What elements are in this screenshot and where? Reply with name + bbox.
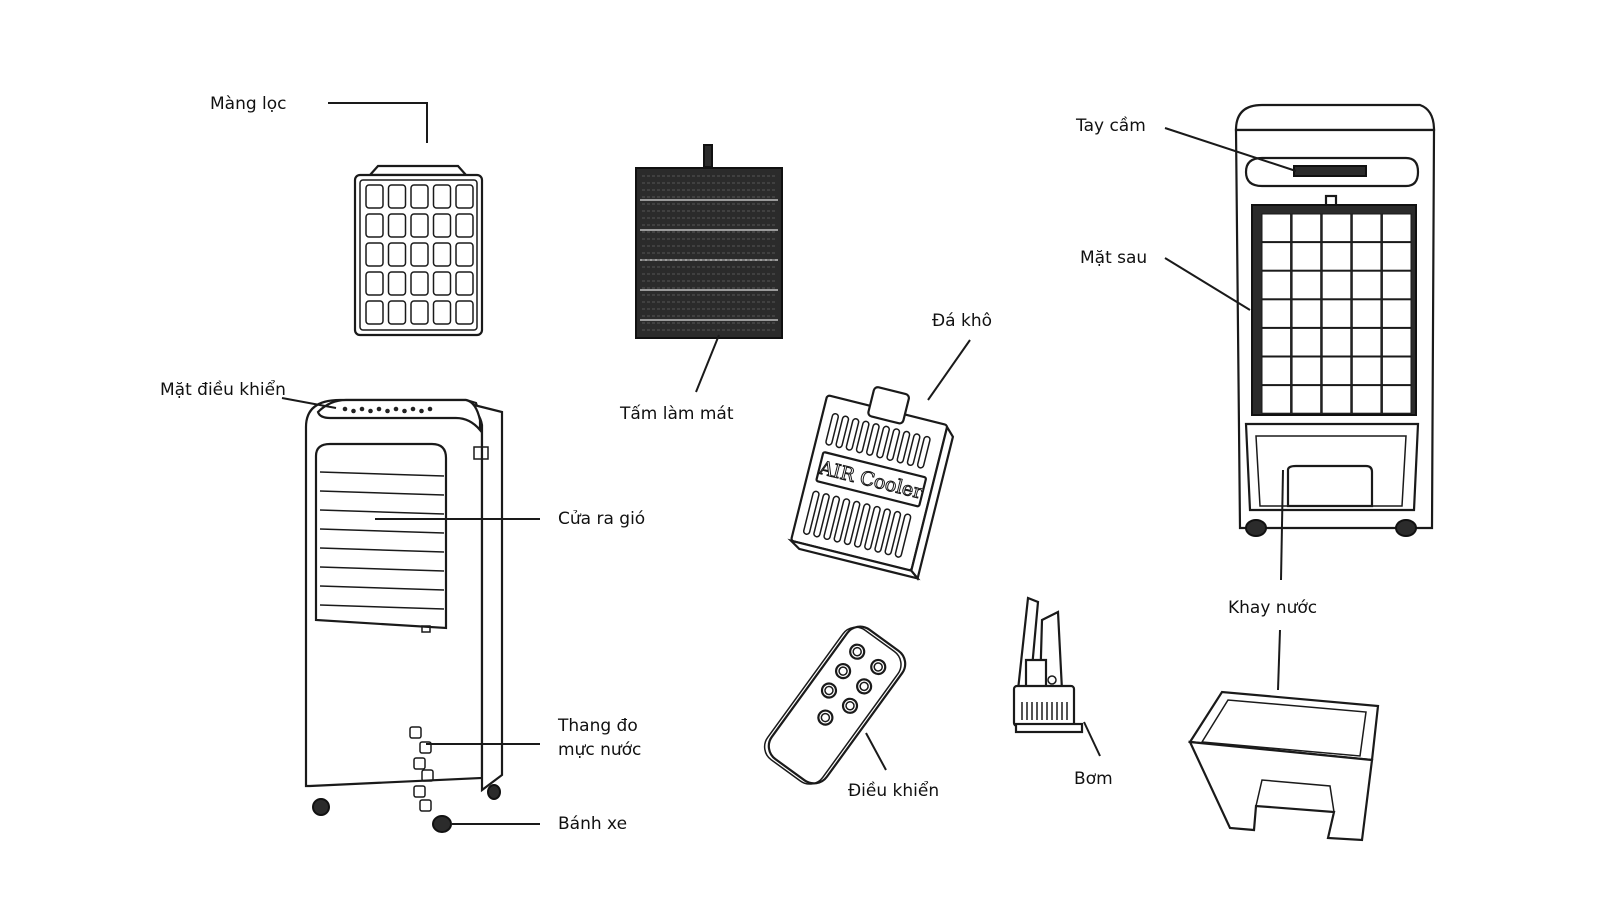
remote-control: [763, 625, 907, 785]
label-khay-nuoc: Khay nước: [1228, 598, 1318, 618]
label-bom: Bơm: [1074, 769, 1113, 789]
leader-khay-nuoc-top: [1280, 469, 1284, 581]
rear-unit: [1234, 103, 1436, 537]
ice-pack: AIR Cooler: [787, 386, 955, 581]
label-dieu-khien: Điều khiển: [848, 781, 940, 801]
leader-mat-sau: [1164, 257, 1251, 311]
leader-dieu-khien: [865, 732, 887, 771]
label-tay-cam: Tay cầm: [1076, 116, 1146, 136]
leader-mang-loc: [328, 102, 428, 143]
leader-tam-lam-mat: [695, 334, 720, 393]
label-cua-ra-gio: Cửa ra gió: [558, 509, 646, 529]
filter-panel: [353, 164, 484, 337]
label-thang-do-line2: mực nước: [558, 740, 642, 760]
pump: [1012, 596, 1084, 734]
label-thang-do-line1: Thang đo: [558, 716, 638, 736]
label-mang-loc: Màng lọc: [210, 94, 287, 114]
label-tam-lam-mat: Tấm làm mát: [620, 404, 734, 424]
leader-da-kho: [927, 339, 971, 401]
leader-tay-cam: [1164, 127, 1297, 172]
label-mat-sau: Mặt sau: [1080, 248, 1148, 268]
leader-bom: [1083, 721, 1101, 757]
water-tray: [1188, 690, 1380, 842]
label-mat-dieu-khien: Mặt điều khiển: [160, 380, 286, 400]
label-da-kho: Đá khô: [932, 311, 993, 331]
leader-mat-dieu-khien: [281, 397, 337, 409]
label-banh-xe: Bánh xe: [558, 814, 628, 834]
front-unit: [304, 398, 504, 833]
cooling-pad: [635, 144, 783, 339]
leader-khay-nuoc-bottom: [1277, 629, 1281, 691]
